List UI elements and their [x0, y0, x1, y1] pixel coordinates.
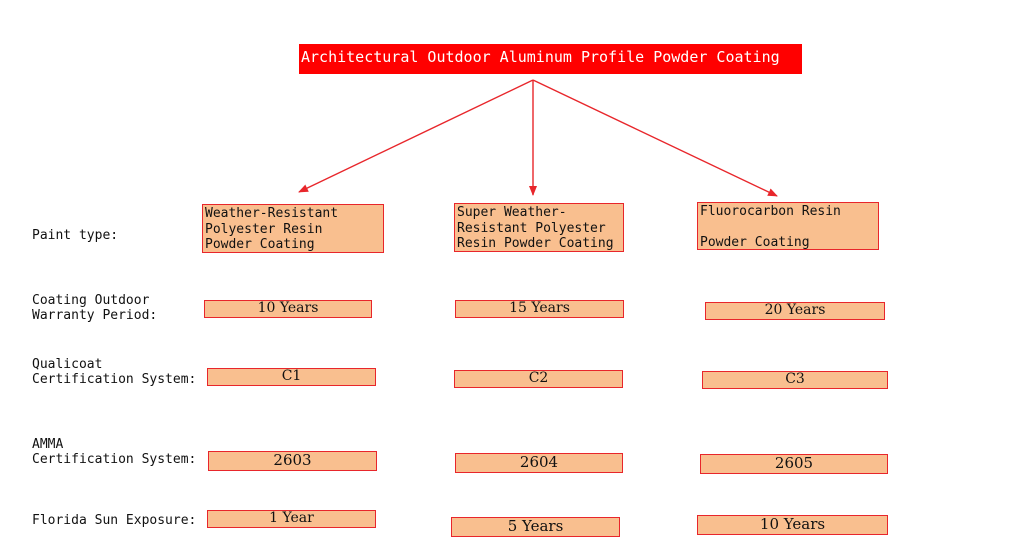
- label-paint-type: Paint type:: [32, 228, 119, 243]
- label-florida-sun-exposure: Florida Sun Exposure:: [32, 513, 197, 528]
- amma-box-2: 2604: [455, 453, 623, 473]
- diagram-title: Architectural Outdoor Aluminum Profile P…: [299, 44, 802, 74]
- qualicoat-box-3: C3: [702, 371, 888, 389]
- florida-box-3: 10 Years: [697, 515, 888, 535]
- florida-box-1: 1 Year: [207, 510, 376, 528]
- warranty-box-1: 10 Years: [204, 300, 372, 318]
- warranty-box-3: 20 Years: [705, 302, 885, 320]
- paint-type-box-3: Fluorocarbon Resin Powder Coating: [697, 202, 879, 250]
- qualicoat-box-2: C2: [454, 370, 623, 388]
- label-warranty-period: Coating Outdoor Warranty Period:: [32, 293, 158, 323]
- amma-box-1: 2603: [208, 451, 377, 471]
- paint-type-box-1: Weather-Resistant Polyester Resin Powder…: [202, 204, 384, 253]
- arrow-to-column-1: [298, 79, 534, 193]
- qualicoat-box-1: C1: [207, 368, 376, 386]
- warranty-box-2: 15 Years: [455, 300, 624, 318]
- florida-box-2: 5 Years: [451, 517, 620, 537]
- amma-box-3: 2605: [700, 454, 888, 474]
- paint-type-box-2: Super Weather- Resistant Polyester Resin…: [454, 203, 624, 252]
- arrow-to-column-3: [532, 79, 778, 197]
- label-qualicoat: Qualicoat Certification System:: [32, 357, 197, 387]
- label-amma: AMMA Certification System:: [32, 437, 197, 467]
